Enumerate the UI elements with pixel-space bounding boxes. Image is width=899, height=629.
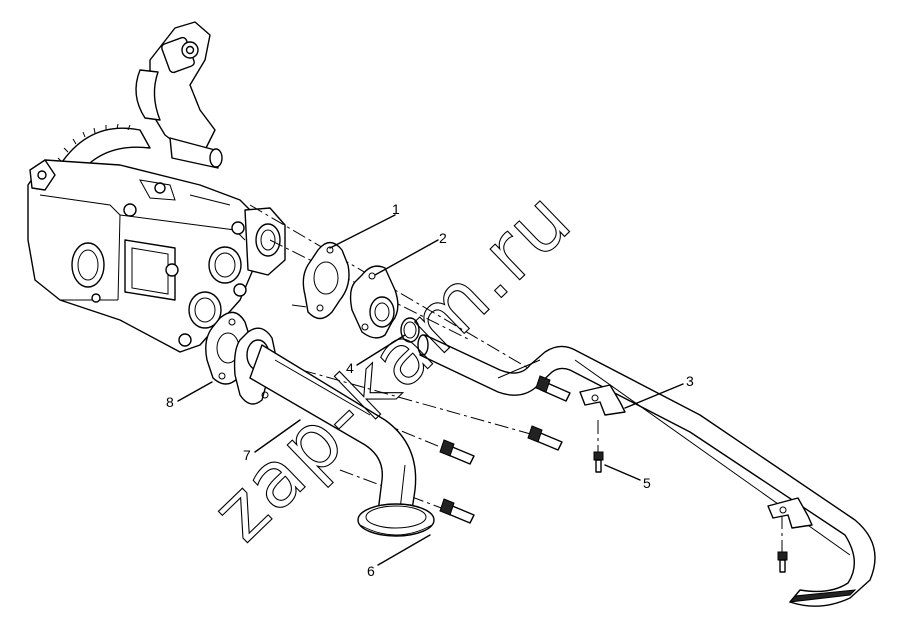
callout-7: 7 [243,447,251,463]
bolt-left [439,439,475,465]
oil-pipe-part-3 [417,334,876,607]
oil-pump-assembly [27,21,286,353]
callout-3: 3 [686,373,694,389]
callout-1: 1 [392,201,400,217]
callout-2: 2 [439,230,447,246]
bolt-middle [527,425,563,451]
callout-5: 5 [643,475,651,491]
bolts-part-6 [439,375,571,524]
leader-lines [177,214,684,566]
bolt-upper-right [535,375,571,402]
flange-part-2 [349,265,399,339]
callout-4: 4 [346,360,354,376]
callout-6: 6 [367,563,375,579]
callout-8: 8 [166,394,174,410]
o-ring-part-4 [400,317,420,343]
bolt-lower [439,498,475,524]
suction-pipe-part-7 [233,327,435,537]
callout-labels: 1 2 3 4 5 6 7 8 [166,201,694,579]
small-bolts-part-5 [593,451,788,573]
gasket-part-1 [302,241,350,320]
